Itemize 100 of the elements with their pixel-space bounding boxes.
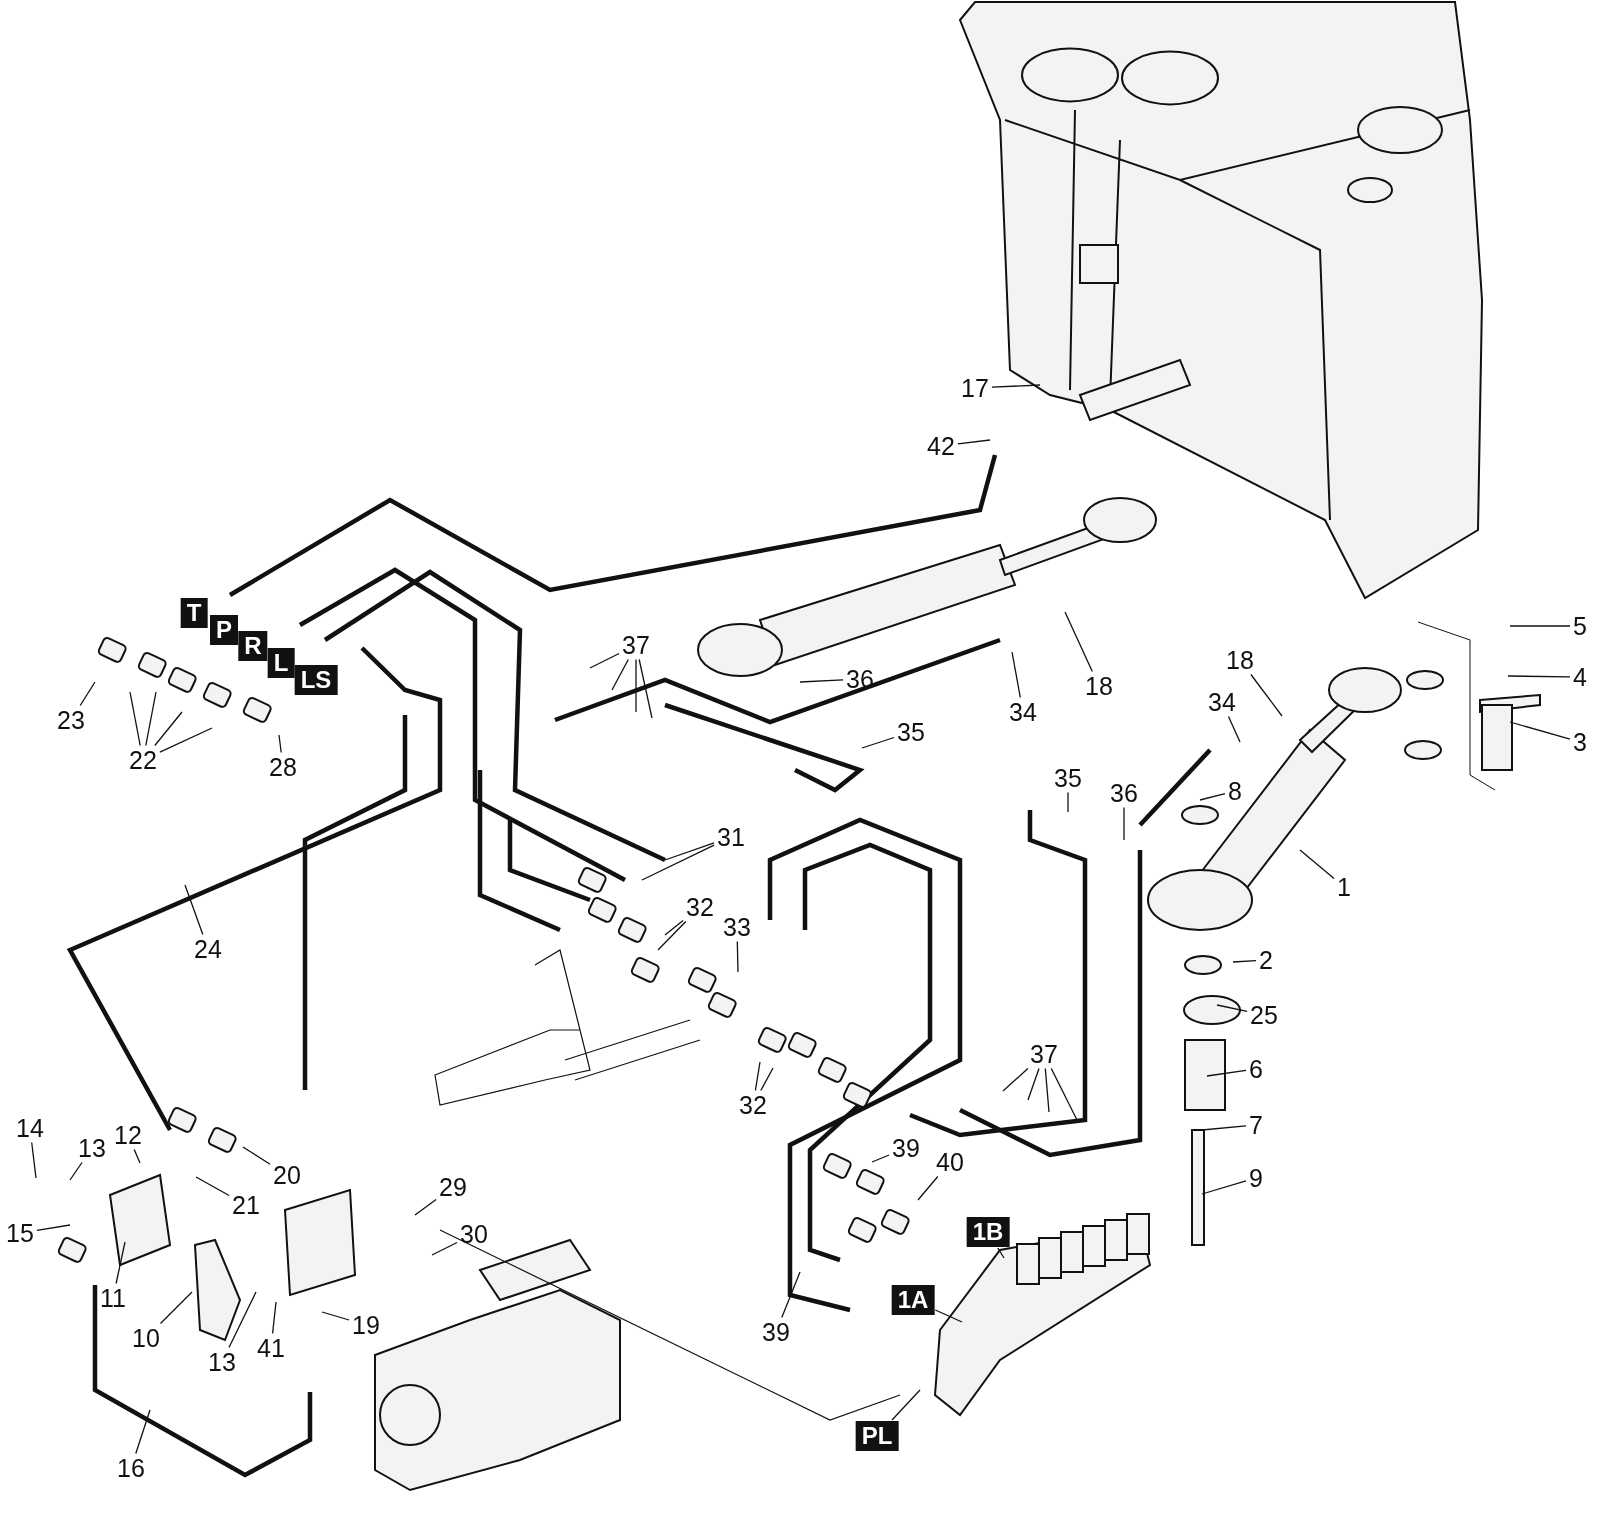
callout-number: 34 xyxy=(1206,688,1238,716)
leader-line xyxy=(154,711,183,747)
leader-line xyxy=(641,844,715,881)
leader-line xyxy=(1050,1067,1078,1121)
leader-line xyxy=(431,1241,458,1256)
callout-number: 2 xyxy=(1257,946,1275,974)
leader-line xyxy=(1064,611,1093,673)
leader-line xyxy=(657,920,687,951)
callout-number: 4 xyxy=(1571,663,1589,691)
leader-line xyxy=(1250,673,1283,717)
callout-number: 12 xyxy=(112,1121,144,1149)
leader-line xyxy=(1201,1180,1247,1195)
leader-line xyxy=(1199,792,1226,801)
leader-line xyxy=(115,1241,126,1285)
callout-number: 32 xyxy=(737,1091,769,1119)
callout-number: 31 xyxy=(715,823,747,851)
callout-number: 34 xyxy=(1007,698,1039,726)
callout-number: 18 xyxy=(1224,646,1256,674)
callout-number: 39 xyxy=(890,1134,922,1162)
port-tag: R xyxy=(238,631,268,661)
leader-line xyxy=(917,1175,939,1201)
callout-number: 13 xyxy=(206,1348,238,1376)
leader-line xyxy=(1227,715,1241,743)
callout-number: 37 xyxy=(1028,1040,1060,1068)
leader-line xyxy=(861,736,895,749)
leader-line xyxy=(133,1148,141,1164)
leader-line xyxy=(635,658,637,713)
leader-line xyxy=(184,884,204,936)
port-tag: LS xyxy=(294,665,338,695)
callout-number: 13 xyxy=(76,1134,108,1162)
callout-number: 35 xyxy=(895,718,927,746)
leader-line xyxy=(664,919,684,936)
leader-line xyxy=(271,1301,277,1335)
leader-line xyxy=(934,1309,963,1323)
leader-line xyxy=(611,658,629,691)
port-tag: T xyxy=(180,598,208,628)
callout-number: 8 xyxy=(1226,777,1244,805)
callout-number: 14 xyxy=(14,1114,46,1142)
leader-line xyxy=(736,940,739,973)
leader-line xyxy=(135,1409,151,1455)
leader-line xyxy=(1011,651,1021,699)
callout-number: 37 xyxy=(620,631,652,659)
callout-number: 11 xyxy=(98,1284,128,1312)
leader-line xyxy=(799,679,844,683)
leader-line xyxy=(69,1161,83,1181)
leader-line xyxy=(664,842,715,861)
callout-number: 29 xyxy=(437,1173,469,1201)
port-tag: L xyxy=(267,648,295,678)
callout-number: 15 xyxy=(4,1219,36,1247)
callout-number: 6 xyxy=(1247,1055,1265,1083)
callout-number: 3 xyxy=(1571,728,1589,756)
leader-line xyxy=(1232,959,1257,963)
leader-line xyxy=(1509,721,1571,740)
leader-line xyxy=(159,727,213,753)
leader-line xyxy=(754,1061,761,1092)
leader-line xyxy=(1067,791,1069,813)
leader-line xyxy=(242,1146,271,1165)
callout-number: 35 xyxy=(1052,764,1084,792)
leader-line xyxy=(1509,625,1571,627)
leader-line xyxy=(1027,1067,1040,1101)
leader-line xyxy=(278,734,282,754)
leader-line xyxy=(1044,1067,1050,1113)
leader-line xyxy=(760,1067,774,1092)
callout-number: 7 xyxy=(1247,1111,1265,1139)
leader-line xyxy=(589,652,620,669)
callout-number: 19 xyxy=(350,1311,382,1339)
leader-line xyxy=(321,1311,350,1321)
leader-line xyxy=(638,658,653,719)
leader-line xyxy=(1216,1004,1248,1013)
callout-number: 32 xyxy=(684,893,716,921)
port-tag: PL xyxy=(855,1421,899,1451)
leader-line xyxy=(991,384,1041,388)
leader-line xyxy=(36,1224,71,1231)
leader-line xyxy=(1206,1069,1247,1077)
callout-number: 17 xyxy=(959,374,991,402)
leader-line xyxy=(228,1291,257,1349)
leader-line xyxy=(1507,675,1571,678)
callout-number: 30 xyxy=(458,1220,490,1248)
port-tag: 1B xyxy=(966,1217,1010,1247)
port-tag: 1A xyxy=(891,1285,935,1315)
callout-number: 42 xyxy=(925,432,957,460)
callout-number: 5 xyxy=(1571,612,1589,640)
leader-line xyxy=(957,439,991,445)
leader-line xyxy=(1002,1067,1029,1092)
callout-number: 18 xyxy=(1083,672,1115,700)
leader-line xyxy=(1299,849,1335,880)
callout-number: 20 xyxy=(271,1161,303,1189)
leader-line xyxy=(129,691,141,747)
callout-number: 28 xyxy=(267,753,299,781)
callout-number: 40 xyxy=(934,1148,966,1176)
leader-line xyxy=(871,1154,890,1163)
leader-line xyxy=(414,1198,437,1216)
callout-number: 23 xyxy=(55,706,87,734)
callout-number: 16 xyxy=(115,1454,147,1482)
leader-line xyxy=(781,1271,801,1319)
leader-line xyxy=(79,681,96,707)
callout-number: 10 xyxy=(130,1324,162,1352)
leader-line xyxy=(891,1389,921,1421)
leader-line xyxy=(145,691,157,747)
callout-number: 41 xyxy=(255,1334,287,1362)
